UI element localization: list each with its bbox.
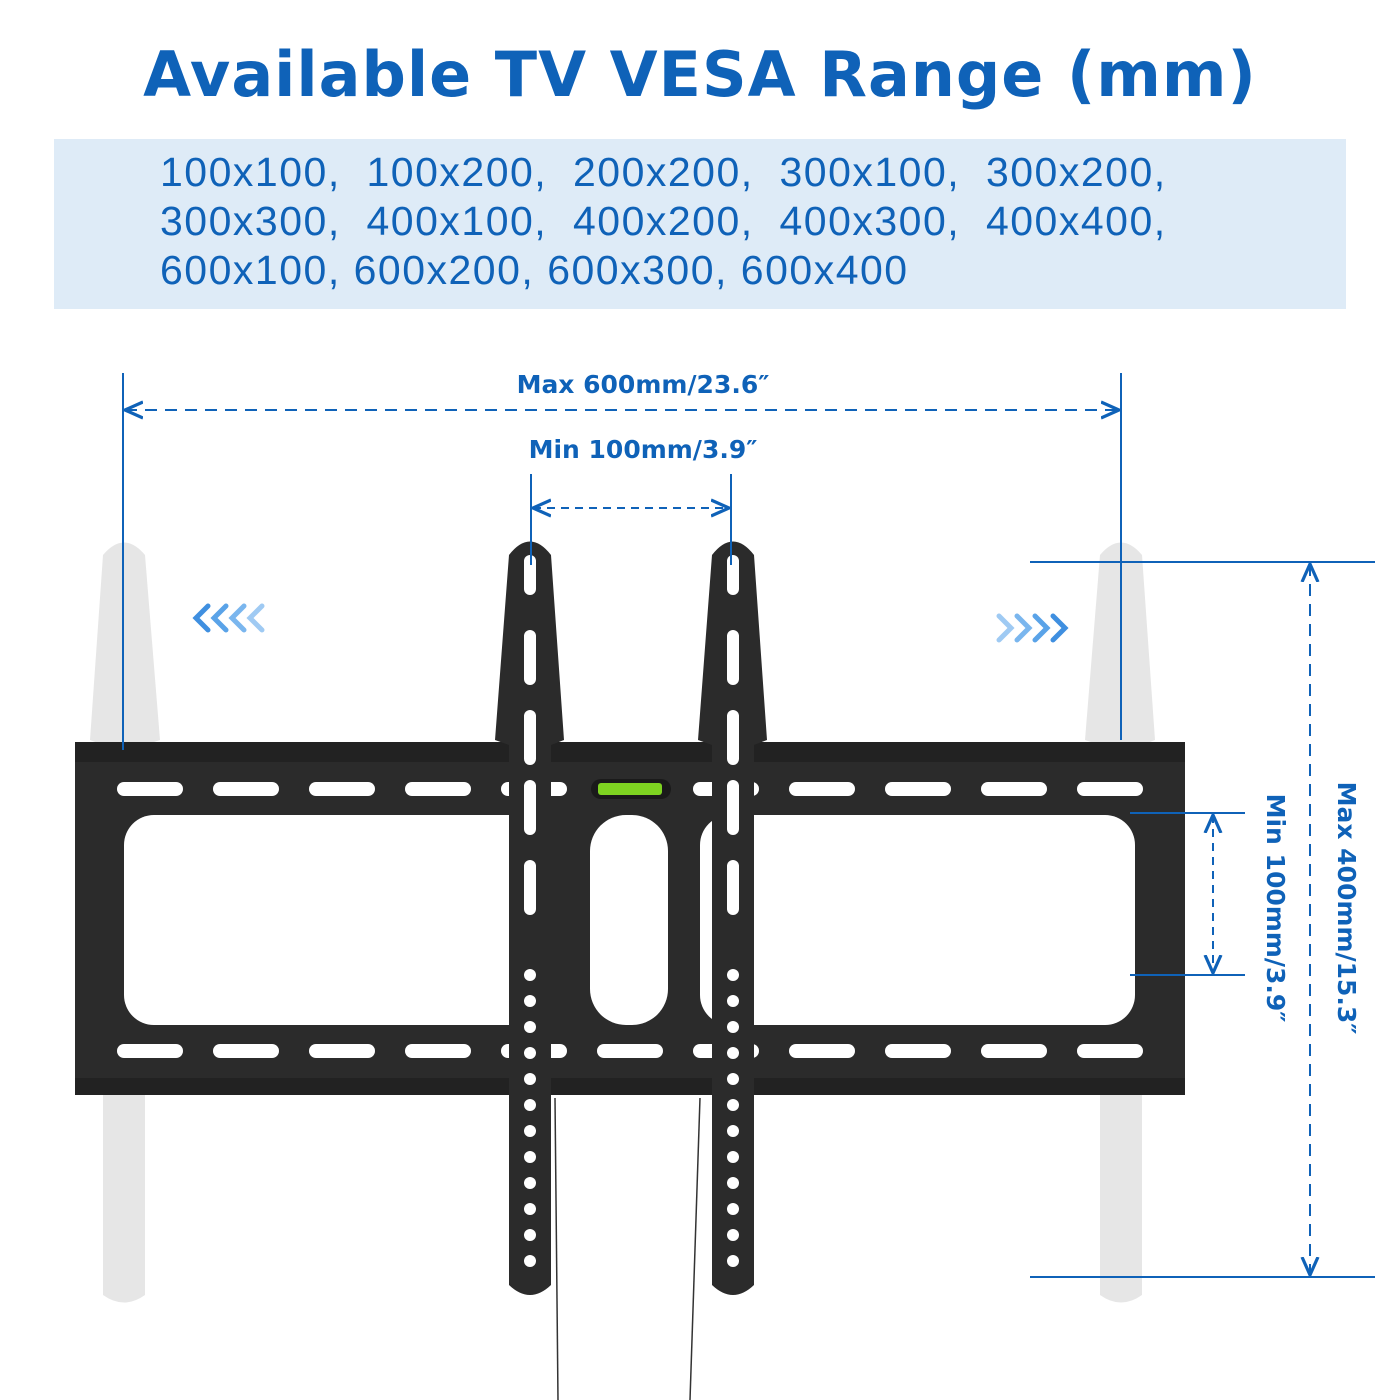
arm-hole xyxy=(727,1021,739,1033)
dimension-lines xyxy=(122,373,1375,1278)
plate-slot xyxy=(309,1044,375,1058)
arm-slot xyxy=(727,780,739,835)
min-width-label: Min 100mm/3.9″ xyxy=(529,435,758,464)
arm-slot xyxy=(727,555,739,595)
arm-hole xyxy=(524,969,536,981)
vesa-line-1: 100x100, 100x200, 200x200, 300x100, 300x… xyxy=(160,149,1167,195)
arm-slot xyxy=(727,860,739,915)
arm-hole xyxy=(524,1125,536,1137)
plate-slot xyxy=(213,782,279,796)
plate-slot xyxy=(789,782,855,796)
plate-slot xyxy=(885,782,951,796)
arm-hole xyxy=(727,1203,739,1215)
max-width-label: Max 600mm/23.6″ xyxy=(517,370,770,399)
arm-hole xyxy=(524,1177,536,1189)
chevron-right-icon xyxy=(996,613,1069,643)
page-title: Available TV VESA Range (mm) xyxy=(143,38,1257,111)
chevron-left-icon xyxy=(192,603,265,633)
min-height-label: Min 100mm/3.9″ xyxy=(1261,794,1290,1023)
wall-plate xyxy=(75,742,1185,1095)
arm-hole xyxy=(727,1255,739,1267)
arm-slot xyxy=(727,710,739,765)
vesa-line-2: 300x300, 400x100, 400x200, 400x300, 400x… xyxy=(160,198,1167,244)
arm-slot xyxy=(524,780,536,835)
plate-slot xyxy=(213,1044,279,1058)
arm-hole xyxy=(524,1099,536,1111)
arm-hole xyxy=(727,1125,739,1137)
vesa-range-list: 100x100, 100x200, 200x200, 300x100, 300x… xyxy=(54,139,1346,309)
arm-hole xyxy=(524,1203,536,1215)
plate-slot xyxy=(117,782,183,796)
arm-hole xyxy=(524,1151,536,1163)
arm-hole xyxy=(727,995,739,1007)
arm-slot xyxy=(524,860,536,915)
arm-slot xyxy=(727,630,739,685)
plate-slot xyxy=(789,1044,855,1058)
plate-slot xyxy=(1077,1044,1143,1058)
arm-hole xyxy=(524,1021,536,1033)
plate-slot xyxy=(981,1044,1047,1058)
plate-slot xyxy=(885,1044,951,1058)
plate-slot xyxy=(597,1044,663,1058)
arm-hole xyxy=(524,1073,536,1085)
arm-hole xyxy=(524,995,536,1007)
plate-slot xyxy=(405,782,471,796)
plate-slot xyxy=(309,782,375,796)
arm-hole xyxy=(727,1073,739,1085)
arm-slot xyxy=(524,555,536,595)
plate-slot xyxy=(405,1044,471,1058)
arm-hole xyxy=(727,1177,739,1189)
arm-hole xyxy=(727,1047,739,1059)
arm-hole xyxy=(524,1255,536,1267)
arm-hole xyxy=(727,1099,739,1111)
arm-hole xyxy=(727,969,739,981)
mount-arm-left xyxy=(495,541,564,1400)
plate-slot xyxy=(981,782,1047,796)
plate-slot xyxy=(1077,782,1143,796)
arm-hole xyxy=(727,1229,739,1241)
arm-slot xyxy=(524,630,536,685)
max-height-label: Max 400mm/15.3″ xyxy=(1332,782,1361,1035)
plate-slot xyxy=(117,1044,183,1058)
arm-slot xyxy=(524,710,536,765)
arm-hole xyxy=(524,1047,536,1059)
arm-hole xyxy=(524,1229,536,1241)
mount-arm-right xyxy=(689,541,767,1400)
vesa-line-3: 600x100, 600x200, 600x300, 600x400 xyxy=(160,247,909,293)
arm-hole xyxy=(727,1151,739,1163)
